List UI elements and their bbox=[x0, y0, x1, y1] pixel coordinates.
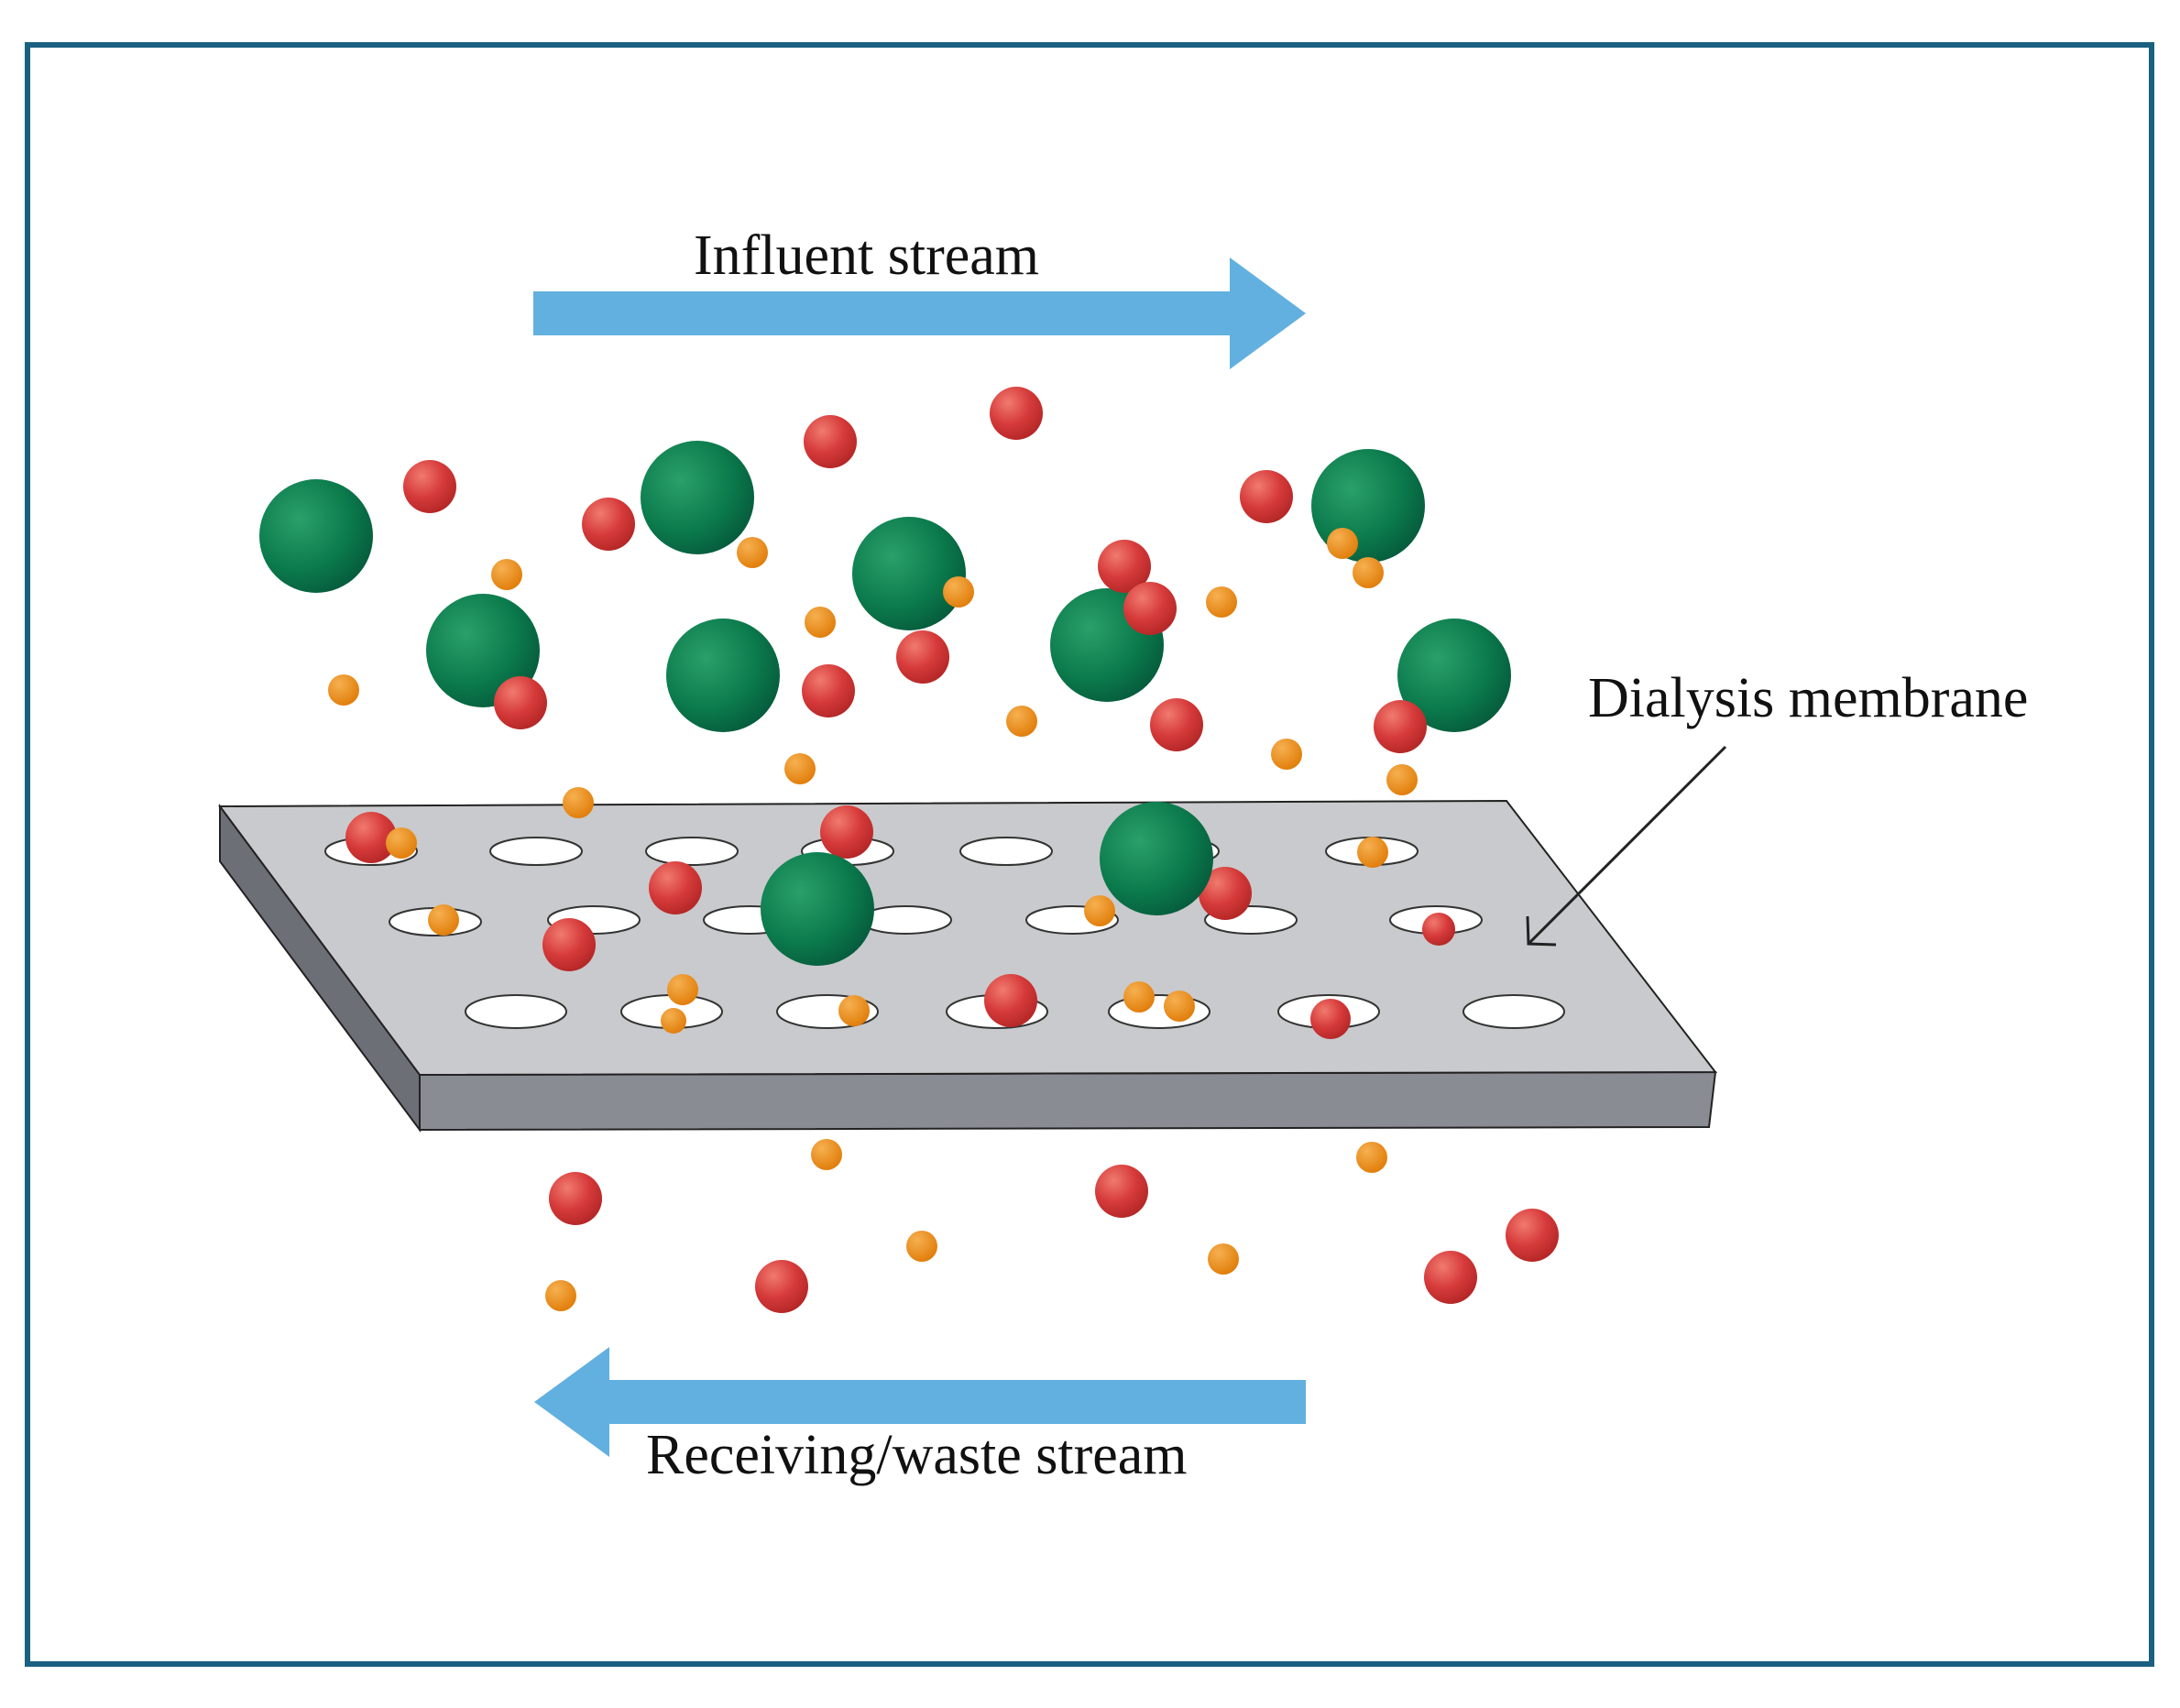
small-particle bbox=[428, 904, 459, 936]
small-particle bbox=[1206, 586, 1237, 618]
membrane-front-edge bbox=[419, 1070, 1717, 1132]
small-particle bbox=[661, 1008, 686, 1034]
membrane-pointer bbox=[1526, 745, 1727, 947]
pore bbox=[489, 837, 583, 866]
small-particle bbox=[1356, 1142, 1387, 1173]
medium-particle bbox=[649, 861, 702, 914]
medium-particle bbox=[1506, 1209, 1559, 1262]
small-particle bbox=[1006, 706, 1037, 737]
large-particle bbox=[1100, 802, 1213, 915]
influent-stream-label: Influent stream bbox=[694, 224, 1040, 287]
small-particle bbox=[838, 995, 870, 1026]
pore bbox=[645, 837, 739, 866]
small-particle bbox=[1357, 837, 1388, 868]
dialysis-membrane-label: Dialysis membrane bbox=[1588, 667, 2029, 729]
receiving-arrow bbox=[534, 1347, 1306, 1457]
medium-particle bbox=[984, 974, 1037, 1027]
medium-particle bbox=[1095, 1165, 1148, 1218]
pore bbox=[959, 837, 1053, 866]
medium-particle bbox=[990, 387, 1043, 440]
receiving-stream-label: Receiving/waste stream bbox=[646, 1424, 1188, 1486]
small-particle bbox=[943, 576, 974, 608]
medium-particle bbox=[804, 415, 857, 468]
small-particle bbox=[491, 559, 522, 590]
large-particle bbox=[761, 852, 874, 966]
pore bbox=[465, 994, 567, 1029]
small-particle bbox=[563, 787, 594, 818]
medium-particle bbox=[549, 1172, 602, 1225]
large-particle bbox=[641, 441, 754, 554]
small-particle bbox=[667, 974, 698, 1005]
medium-particle bbox=[755, 1260, 808, 1313]
small-particle bbox=[805, 607, 836, 638]
pore bbox=[1462, 994, 1565, 1029]
particles-on-membrane bbox=[345, 802, 1455, 1039]
small-particle bbox=[1084, 895, 1115, 926]
medium-particle bbox=[1422, 913, 1455, 946]
small-particle bbox=[1327, 528, 1358, 559]
small-particle bbox=[906, 1231, 937, 1262]
medium-particle bbox=[820, 805, 873, 859]
medium-particle bbox=[1310, 999, 1351, 1039]
small-particle bbox=[784, 753, 816, 784]
small-particle bbox=[1123, 981, 1155, 1013]
small-particle bbox=[545, 1280, 576, 1311]
medium-particle bbox=[1098, 540, 1151, 593]
medium-particle bbox=[494, 676, 547, 729]
medium-particle bbox=[1424, 1251, 1477, 1304]
medium-particle bbox=[1150, 698, 1203, 751]
influent-arrow bbox=[533, 257, 1306, 369]
medium-particle bbox=[1123, 582, 1177, 635]
medium-particle bbox=[896, 630, 949, 684]
particles-influent-side bbox=[259, 387, 1511, 818]
membrane-top-surface bbox=[218, 799, 1718, 1077]
large-particle bbox=[1397, 619, 1511, 732]
small-particle bbox=[1353, 557, 1384, 588]
small-particle bbox=[1386, 764, 1418, 795]
small-particle bbox=[386, 827, 417, 859]
small-particle bbox=[1208, 1243, 1239, 1275]
medium-particle bbox=[802, 664, 855, 717]
large-particle bbox=[666, 619, 780, 732]
large-particle bbox=[259, 479, 373, 593]
medium-particle bbox=[542, 918, 596, 971]
small-particle bbox=[811, 1139, 842, 1170]
medium-particle bbox=[1374, 700, 1427, 753]
medium-particle bbox=[582, 498, 635, 551]
small-particle bbox=[328, 674, 359, 706]
particles-receiving-side bbox=[545, 1139, 1559, 1313]
small-particle bbox=[1164, 991, 1195, 1022]
medium-particle bbox=[1199, 867, 1252, 920]
small-particle bbox=[737, 537, 768, 568]
medium-particle bbox=[403, 460, 456, 513]
small-particle bbox=[1271, 739, 1302, 770]
medium-particle bbox=[1240, 470, 1293, 523]
medium-particle bbox=[345, 812, 397, 863]
large-particle bbox=[852, 517, 966, 630]
